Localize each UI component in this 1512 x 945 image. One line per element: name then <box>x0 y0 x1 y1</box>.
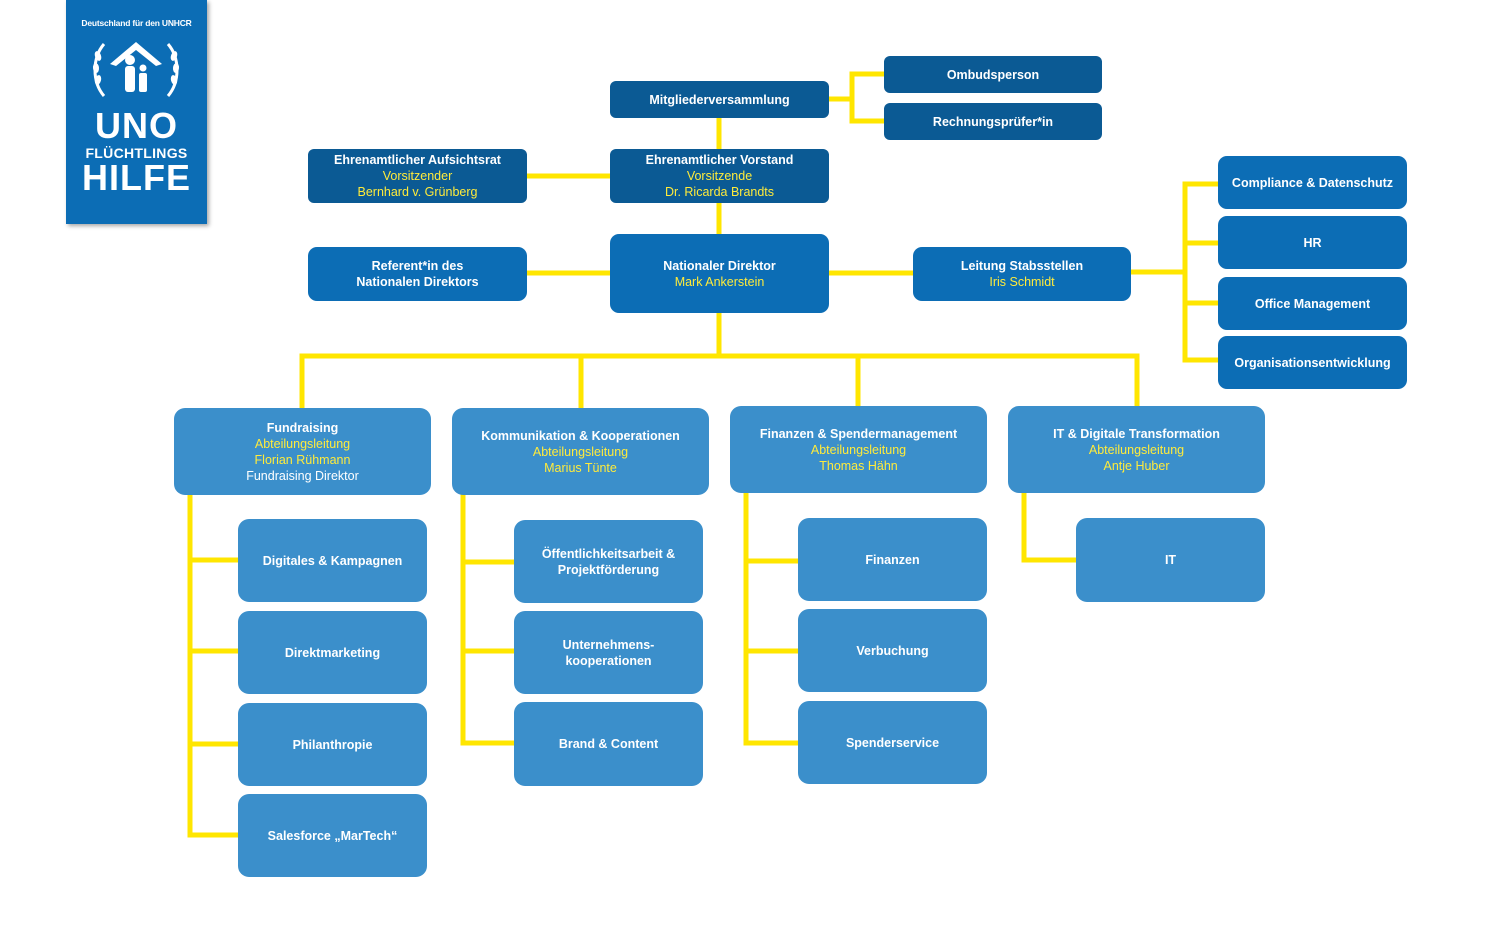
unit-label: Finanzen <box>865 552 920 567</box>
unit-salesforce-martech[interactable]: Salesforce „MarTech“ <box>238 794 427 877</box>
board-box[interactable]: Ehrenamtlicher Vorstand Vorsitzende Dr. … <box>610 149 829 203</box>
staff-unit-label: Office Management <box>1254 296 1371 311</box>
board-role: Vorsitzende <box>686 169 753 183</box>
director-box[interactable]: Nationaler Direktor Mark Ankerstein <box>610 234 829 313</box>
board-name: Dr. Ricarda Brandts <box>664 185 775 199</box>
supervisory-board-box[interactable]: Ehrenamtlicher Aufsichtsrat Vorsitzender… <box>308 149 527 203</box>
unit-label: Verbuchung <box>856 643 929 658</box>
department-role: Abteilungsleitung <box>254 436 351 451</box>
department-title: IT & Digitale Transformation <box>1053 426 1220 441</box>
assembly-label: Mitgliederversammlung <box>649 92 790 107</box>
logo-tagline: Deutschland für den UNHCR <box>81 18 192 28</box>
ombuds-box[interactable]: Ombudsperson <box>884 56 1102 93</box>
unit-label-line1: Öffentlichkeitsarbeit & <box>541 546 676 561</box>
staff-unit-label: Organisationsentwicklung <box>1234 355 1391 370</box>
unit-spenderservice[interactable]: Spenderservice <box>798 701 987 784</box>
staff-unit-label: HR <box>1303 235 1322 250</box>
logo-line-fluechtlings: FLÜCHTLINGS <box>85 145 188 161</box>
unit-oeffentlichkeitsarbeit[interactable]: Öffentlichkeitsarbeit & Projektförderung <box>514 520 703 603</box>
department-head-name: Florian Rühmann <box>254 452 351 467</box>
unit-label: Philanthropie <box>292 737 373 752</box>
department-title: Finanzen & Spendermanagement <box>759 426 958 441</box>
department-head-name: Marius Tünte <box>544 460 617 475</box>
department-head-name: Thomas Hähn <box>819 458 898 473</box>
department-title: Fundraising <box>266 420 339 435</box>
department-finanzen[interactable]: Finanzen & Spendermanagement Abteilungsl… <box>730 406 987 493</box>
unit-label-line2: Projektförderung <box>557 562 660 577</box>
logo-line-uno: UNO <box>95 105 178 146</box>
director-name: Mark Ankerstein <box>674 274 765 289</box>
department-role: Abteilungsleitung <box>810 442 907 457</box>
unit-label: Salesforce „MarTech“ <box>267 828 398 843</box>
unit-label: Digitales & Kampagnen <box>262 553 403 568</box>
unit-finanzen[interactable]: Finanzen <box>798 518 987 601</box>
department-title: Kommunikation & Kooperationen <box>481 428 680 443</box>
staff-unit-hr[interactable]: HR <box>1218 216 1407 269</box>
referent-box[interactable]: Referent*in des Nationalen Direktors <box>308 247 527 301</box>
assembly-box[interactable]: Mitgliederversammlung <box>610 81 829 118</box>
staff-unit-label: Compliance & Datenschutz <box>1231 175 1394 190</box>
staff-head-name: Iris Schmidt <box>989 275 1055 289</box>
department-it[interactable]: IT & Digitale Transformation Abteilungsl… <box>1008 406 1265 493</box>
ombuds-label: Ombudsperson <box>946 67 1040 82</box>
department-role: Abteilungsleitung <box>532 444 629 459</box>
director-title: Nationaler Direktor <box>663 258 776 273</box>
unit-label: IT <box>1164 553 1177 567</box>
unit-direktmarketing[interactable]: Direktmarketing <box>238 611 427 694</box>
referent-line2: Nationalen Direktors <box>356 275 479 289</box>
supervisory-role: Vorsitzender <box>382 169 453 183</box>
auditor-box[interactable]: Rechnungsprüfer*in <box>884 103 1102 140</box>
unit-digitales-kampagnen[interactable]: Digitales & Kampagnen <box>238 519 427 602</box>
unit-brand-content[interactable]: Brand & Content <box>514 702 703 786</box>
logo-line-hilfe: HILFE <box>82 157 191 198</box>
unhcr-emblem-icon <box>92 42 180 97</box>
unit-verbuchung[interactable]: Verbuchung <box>798 609 987 692</box>
unit-label: Spenderservice <box>845 735 940 750</box>
supervisory-title: Ehrenamtlicher Aufsichtsrat <box>334 153 501 167</box>
unit-label: Direktmarketing <box>284 645 381 660</box>
unit-philanthropie[interactable]: Philanthropie <box>238 703 427 786</box>
auditor-label: Rechnungsprüfer*in <box>932 114 1054 129</box>
department-head-name: Antje Huber <box>1103 458 1170 473</box>
department-kommunikation[interactable]: Kommunikation & Kooperationen Abteilungs… <box>452 408 709 495</box>
uno-fluechtlingshilfe-logo: Deutschland für den UNHCR UNO FLÜCHTLING… <box>66 0 207 224</box>
department-extra-role: Fundraising Direktor <box>246 468 359 483</box>
board-title: Ehrenamtlicher Vorstand <box>645 153 794 167</box>
unit-it[interactable]: IT <box>1076 518 1265 602</box>
staff-unit-office-management[interactable]: Office Management <box>1218 277 1407 330</box>
unit-label-line2: kooperationen <box>565 653 652 668</box>
supervisory-name: Bernhard v. Grünberg <box>357 185 478 199</box>
unit-label-line1: Unternehmens- <box>562 637 655 652</box>
unit-label: Brand & Content <box>558 737 659 751</box>
staff-head-title: Leitung Stabsstellen <box>960 259 1084 273</box>
department-fundraising[interactable]: Fundraising Abteilungsleitung Florian Rü… <box>174 408 431 495</box>
referent-line1: Referent*in des <box>371 259 464 273</box>
staff-head-box[interactable]: Leitung Stabsstellen Iris Schmidt <box>913 247 1131 301</box>
staff-unit-compliance[interactable]: Compliance & Datenschutz <box>1218 156 1407 209</box>
unit-unternehmenskooperationen[interactable]: Unternehmens- kooperationen <box>514 611 703 694</box>
department-role: Abteilungsleitung <box>1088 442 1185 457</box>
staff-unit-organisationsentwicklung[interactable]: Organisationsentwicklung <box>1218 336 1407 389</box>
